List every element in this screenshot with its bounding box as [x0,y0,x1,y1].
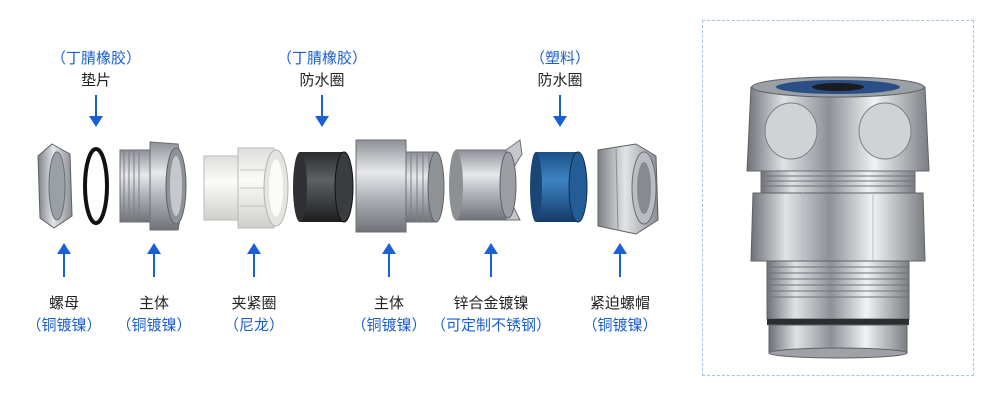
bottom-label-clamp: 夹紧圈 （尼龙） [224,292,284,336]
bottom-label-cap-nut: 紧迫螺帽 （铜镀镍） [582,292,657,336]
threaded-body-icon [119,141,187,231]
arrow-down-icon [315,95,329,127]
arrow-up-icon [613,243,627,277]
top-label-seal-rubber-material: （丁腈橡胶） [276,49,368,67]
bottom-label-nut-name: 螺母 [48,294,80,312]
bottom-label-body-1: 主体 （铜镀镍） [116,292,191,336]
arrow-up-icon [147,243,161,277]
top-label-seal-rubber: （丁腈橡胶） 防水圈 [277,47,367,91]
top-label-gasket-name: 垫片 [80,71,112,89]
bottom-label-body-2-name: 主体 [373,294,405,312]
bottom-label-body-2: 主体 （铜镀镍） [351,292,426,336]
bottom-label-body-1-name: 主体 [138,294,170,312]
o-ring-gasket-icon [83,147,109,225]
bottom-label-sleeve: 锌合金镀镍 （可定制不锈钢） [431,292,551,336]
arrow-up-icon [57,243,71,277]
bottom-label-cap-nut-material: （铜镀镍） [582,316,658,334]
bottom-label-sleeve-material: （可定制不锈钢） [430,316,552,334]
top-label-seal-plastic: （塑料） 防水圈 [530,47,590,91]
rubber-seal-ring-icon [293,151,354,223]
bottom-label-cap-nut-name: 紧迫螺帽 [589,294,651,312]
arrow-up-icon [247,243,261,277]
threaded-body-icon [355,139,445,233]
nylon-clamp-ring-icon [203,147,289,229]
bottom-label-body-2-material: （铜镀镍） [351,316,427,334]
bottom-label-body-1-material: （铜镀镍） [116,316,192,334]
top-label-gasket: （丁腈橡胶） 垫片 [51,47,141,91]
bottom-label-clamp-material: （尼龙） [223,316,285,334]
arrow-up-icon [382,243,396,277]
bottom-label-nut-material: （铜镀镍） [26,316,102,334]
bottom-label-nut: 螺母 （铜镀镍） [26,292,101,336]
arrow-down-icon [89,95,103,127]
top-label-seal-rubber-name: 防水圈 [299,71,345,89]
split-metal-sleeve-icon [449,139,523,221]
top-label-gasket-material: （丁腈橡胶） [50,49,142,67]
hex-nut-icon [37,143,73,229]
cable-gland-assembled-icon [746,76,930,359]
arrow-down-icon [553,95,567,127]
top-label-seal-plastic-material: （塑料） [529,49,591,67]
top-label-seal-plastic-name: 防水圈 [537,71,583,89]
product-photo-frame [702,20,974,376]
plastic-seal-ring-icon [530,151,588,223]
bottom-label-clamp-name: 夹紧圈 [231,294,277,312]
arrow-up-icon [484,243,498,277]
bottom-label-sleeve-name: 锌合金镀镍 [453,294,529,312]
cap-nut-icon [597,143,659,235]
components-illustration [37,139,659,235]
